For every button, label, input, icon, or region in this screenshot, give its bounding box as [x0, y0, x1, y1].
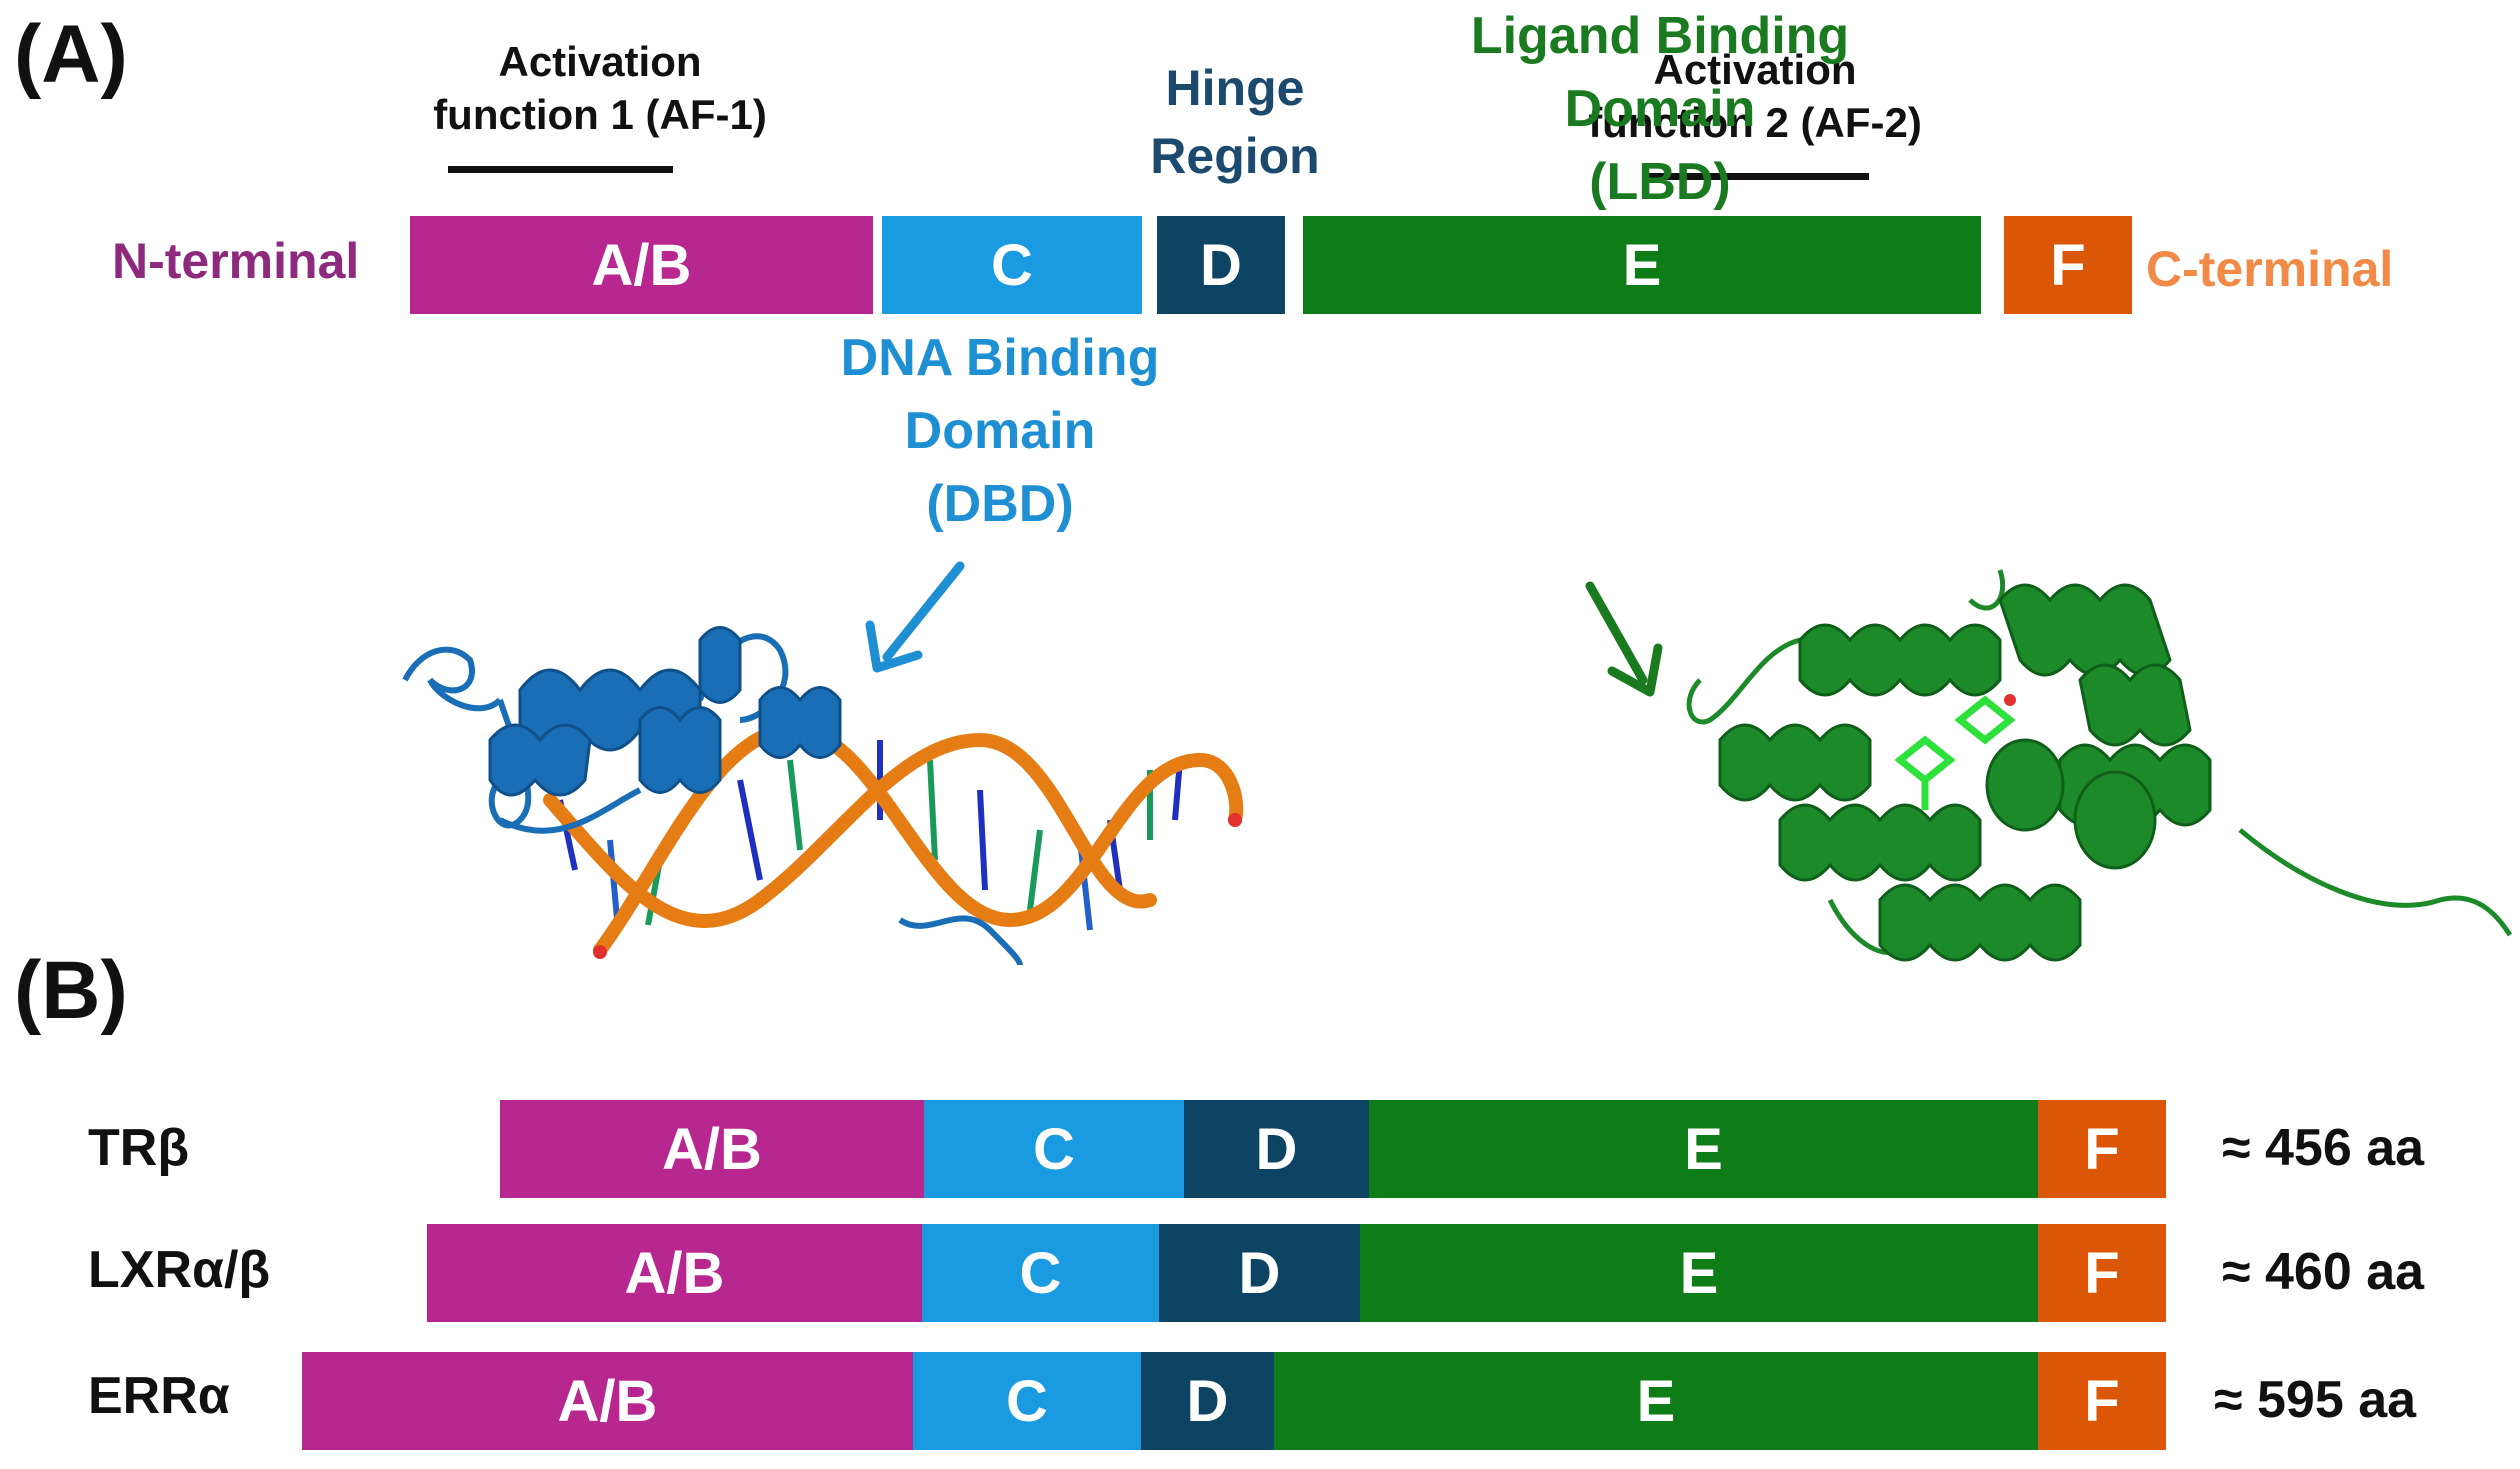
panel-b-label: (B) [14, 945, 128, 1036]
af2-line1: Activation [1653, 46, 1857, 93]
row3-segment-c: C [913, 1352, 1141, 1450]
row1-segment-d: D [1184, 1100, 1369, 1198]
af2-line2: function 2 (AF-2) [1588, 98, 1922, 146]
row1-segment-e: E [1369, 1100, 2038, 1198]
af1-bar [448, 166, 673, 173]
row1-segment-f: F [2038, 1100, 2166, 1198]
row-name-trb: TRβ [88, 1119, 190, 1177]
row1-segment-ab: A/B [500, 1100, 924, 1198]
panel-a-label: (A) [14, 9, 128, 100]
hinge-line2: Region [1150, 127, 1320, 184]
row3-segment-d: D [1141, 1352, 1274, 1450]
hinge-label: Hinge Region [1100, 55, 1370, 190]
hinge-line1: Hinge [1165, 60, 1305, 116]
segment-e: E [1303, 216, 1981, 314]
row-name-lxr: LXRα/β [88, 1241, 271, 1299]
c-terminal-label: C-terminal [2146, 241, 2394, 297]
dbd-line1: DNA Binding [840, 329, 1160, 387]
segment-f: F [2004, 216, 2132, 314]
row-length-lxr: ≈ 460 aa [2222, 1243, 2425, 1301]
dbd-label: DNA Binding Domain (DBD) [760, 322, 1240, 540]
row3-segment-e: E [1274, 1352, 2038, 1450]
dbd-line3: (DBD) [926, 474, 1074, 533]
segment-d: D [1157, 216, 1285, 314]
af1-label: Activation function 1 (AF-1) [380, 36, 820, 141]
row3-segment-ab: A/B [302, 1352, 913, 1450]
row-length-trb: ≈ 456 aa [2222, 1119, 2425, 1177]
af2-label: Activation function 2 (AF-2) [1530, 44, 1980, 149]
dbd-line2: Domain [904, 401, 1096, 460]
lbd-label: Ligand Binding Domain (LBD) [1400, 0, 1920, 218]
row-length-erra: ≈ 595 aa [2214, 1371, 2417, 1429]
n-terminal-label: N-terminal [112, 233, 360, 289]
row3-segment-f: F [2038, 1352, 2166, 1450]
af1-line1: Activation [498, 38, 702, 85]
row2-segment-e: E [1360, 1224, 2038, 1322]
lbd-line1: Ligand Binding [1470, 7, 1850, 65]
segment-c: C [882, 216, 1142, 314]
row2-segment-ab: A/B [427, 1224, 922, 1322]
segment-ab: A/B [410, 216, 873, 314]
af1-line2: function 1 (AF-1) [433, 90, 767, 138]
row2-segment-f: F [2038, 1224, 2166, 1322]
lbd-line2: Domain [1564, 79, 1756, 138]
row2-segment-c: C [922, 1224, 1159, 1322]
row2-segment-d: D [1159, 1224, 1360, 1322]
lbd-line3: (LBD) [1589, 152, 1731, 211]
row-name-erra: ERRα [88, 1367, 230, 1425]
row1-segment-c: C [924, 1100, 1184, 1198]
af2-bar [1643, 173, 1869, 180]
